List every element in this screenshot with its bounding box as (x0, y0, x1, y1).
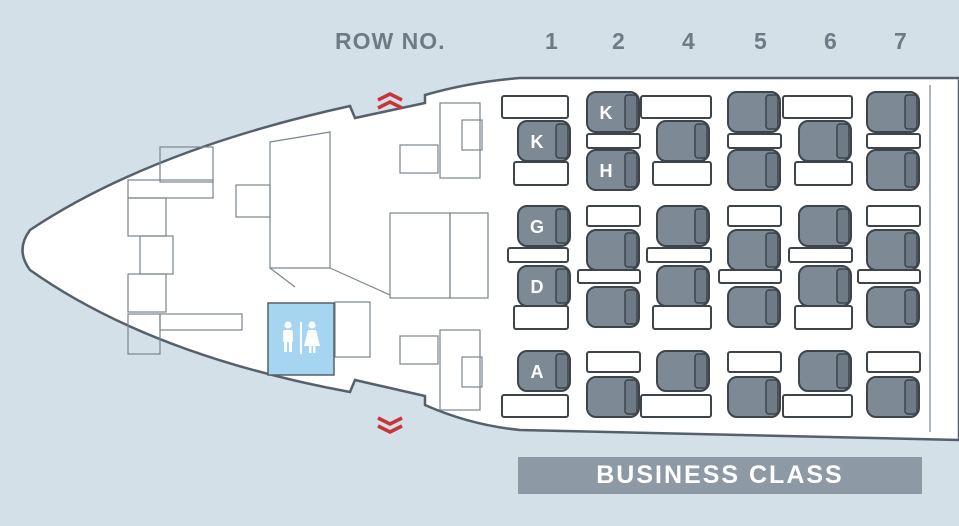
ottoman (794, 161, 853, 186)
seat-back (904, 232, 918, 268)
ottoman (718, 269, 782, 284)
seat-back (694, 123, 708, 159)
fuselage (21, 76, 959, 442)
ottoman (577, 269, 641, 284)
seat-back (694, 268, 708, 304)
row-number: 4 (682, 28, 696, 54)
ottoman (782, 95, 853, 119)
row-number: 1 (545, 28, 559, 54)
seat-back (765, 152, 779, 188)
seat-back (694, 208, 708, 244)
galley-structures (127, 85, 931, 432)
ottoman (652, 305, 712, 330)
ottoman (501, 394, 569, 418)
seat-back (624, 289, 638, 325)
ottoman (640, 394, 712, 418)
ottoman (857, 269, 921, 284)
ottoman (866, 351, 921, 373)
seat-back (836, 123, 850, 159)
row-number: 2 (612, 28, 626, 54)
ottoman (513, 305, 569, 330)
ottoman (501, 95, 569, 119)
row-number: 7 (894, 28, 908, 54)
seat-back (555, 123, 569, 159)
ottoman (727, 133, 782, 149)
row-number: 6 (824, 28, 838, 54)
seat-back (904, 94, 918, 130)
ottoman (727, 351, 782, 373)
seat-back (836, 268, 850, 304)
ottoman (727, 205, 782, 227)
ottoman (513, 161, 569, 186)
ottoman (782, 394, 853, 418)
seat-back (624, 94, 638, 130)
seat-back (765, 289, 779, 325)
cabin-class-banner: BUSINESS CLASS (518, 457, 922, 494)
ottoman (646, 247, 712, 263)
ottoman (640, 95, 712, 119)
row-number: 5 (754, 28, 768, 54)
ottoman (507, 247, 569, 263)
row-number-label: ROW NO. (335, 28, 446, 54)
ottoman (794, 305, 853, 330)
seat-letter: K (600, 103, 613, 123)
seat-letter: A (531, 362, 544, 382)
exit-chevron-icon (377, 92, 403, 434)
seat-back (904, 379, 918, 415)
ottoman (866, 205, 921, 227)
seat-back (836, 353, 850, 389)
seat-back (765, 94, 779, 130)
seat-letter: H (600, 161, 613, 181)
seat-back (624, 232, 638, 268)
seat-back (694, 353, 708, 389)
restroom-icon (283, 321, 320, 354)
ottoman (788, 247, 853, 263)
ottoman (586, 133, 641, 149)
seat-back (624, 379, 638, 415)
seat-back (836, 208, 850, 244)
seat-back (555, 353, 569, 389)
seat-back (765, 379, 779, 415)
seat-back (765, 232, 779, 268)
seat-back (555, 208, 569, 244)
seat-letter: G (530, 217, 544, 237)
seat-letter: K (531, 132, 544, 152)
ottoman (866, 133, 921, 149)
ottoman (586, 351, 641, 373)
seat-letter: D (531, 277, 544, 297)
ottoman (652, 161, 712, 186)
ottoman (586, 205, 641, 227)
seat-back (904, 152, 918, 188)
seats: K G D A K H (501, 91, 921, 418)
seat-back (624, 152, 638, 188)
seat-back (555, 268, 569, 304)
seat-back (904, 289, 918, 325)
